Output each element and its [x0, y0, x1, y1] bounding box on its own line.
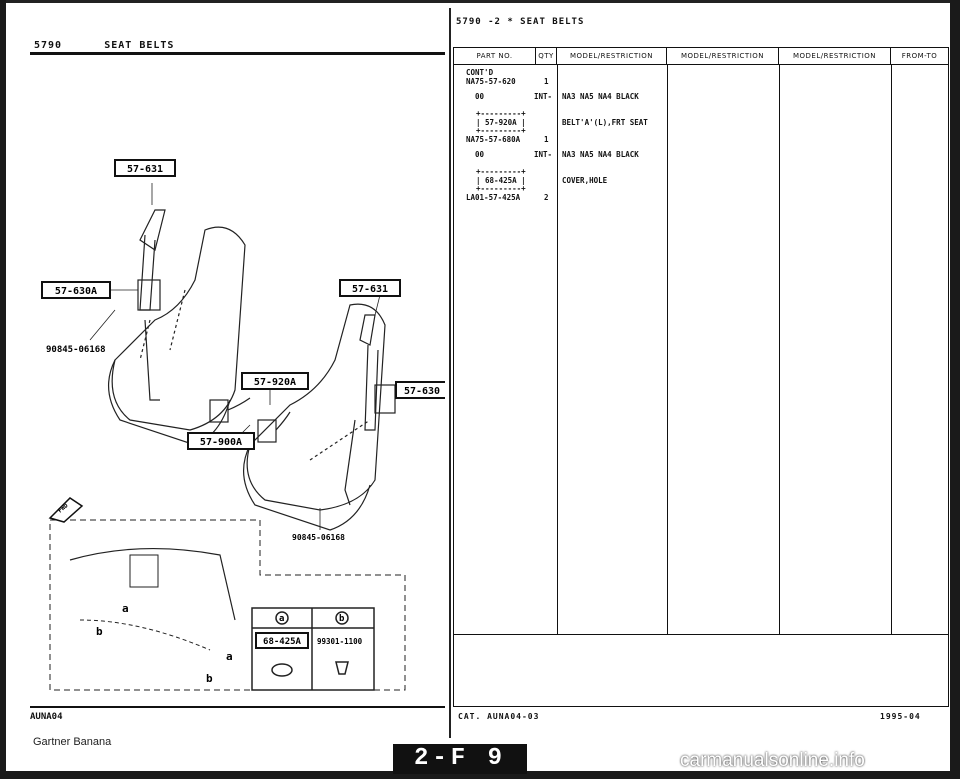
callout-text-7: 57-900A: [200, 437, 242, 448]
table-row-9-part: | 68-425A |: [476, 176, 526, 185]
table-row-9-model: COVER,HOLE: [562, 176, 608, 185]
col-header-model-3: MODEL/RESTRICTION: [779, 48, 891, 64]
table-row-3-part: +---------+: [476, 109, 526, 118]
table-row-5-part: +---------+: [476, 126, 526, 135]
callout-text-4: 57-631: [352, 284, 388, 295]
parts-table-header: PART NO. QTY MODEL/RESTRICTION MODEL/RES…: [454, 48, 948, 65]
fwd-arrow-icon: FWD: [48, 497, 84, 523]
page-divider: [449, 8, 451, 738]
frame-left-edge: [0, 0, 6, 779]
left-page-header: 5790 SEAT BELTS: [34, 40, 174, 51]
col-header-model-2: MODEL/RESTRICTION: [667, 48, 779, 64]
ref-a-label-floor-2: a: [226, 650, 233, 663]
table-row-1-qty: 1: [544, 77, 549, 86]
ref-b-label-floor-2: b: [206, 672, 213, 685]
right-page-header: 5790 -2 * SEAT BELTS: [456, 17, 585, 27]
right-seat-drawing: [242, 303, 396, 531]
callout-text-2: 57-630A: [55, 286, 97, 297]
detail-grid: [251, 607, 375, 691]
col-divider-1: [557, 64, 558, 634]
catalog-date: 1995-04: [880, 712, 921, 721]
callout-57-900a: 57-900A: [187, 432, 255, 450]
table-row-4-model: BELT'A'(L),FRT SEAT: [562, 118, 648, 127]
left-footer-rule: [30, 706, 445, 708]
left-seat-drawing: [107, 209, 246, 446]
callout-57-631-top: 57-631: [114, 159, 176, 177]
callout-text-9: 68-425A: [263, 637, 302, 647]
col-divider-4: [891, 64, 892, 634]
table-row-8-part: +---------+: [476, 167, 526, 176]
callout-text-5: 57-920A: [254, 377, 296, 388]
ref-a-label-grid: a: [279, 614, 284, 624]
col-header-from-to: FROM-TO: [901, 52, 938, 60]
callout-text-6: 57-630: [404, 386, 440, 397]
ref-a-label-floor: a: [122, 602, 129, 615]
col-header-qty: QTY: [536, 48, 557, 64]
callout-text-10: 99301-1100: [317, 637, 363, 646]
table-row-4-part: | 57-920A |: [476, 118, 526, 127]
left-header-rule: [30, 52, 445, 55]
left-header-title: SEAT BELTS: [104, 40, 175, 51]
table-row-6-part: NA75-57-680A: [466, 135, 521, 144]
table-row-11-qty: 2: [544, 193, 549, 202]
page-number-badge: 2-F 9: [393, 744, 527, 774]
ref-b-label-grid: b: [339, 614, 345, 624]
table-row-7-model: NA3 NA5 NA4 BLACK: [562, 150, 639, 159]
callout-57-920a: 57-920A: [241, 372, 309, 390]
table-row-2-model: NA3 NA5 NA4 BLACK: [562, 92, 639, 101]
left-header-code: 5790: [34, 40, 63, 51]
table-row-7-qty: INT-: [534, 150, 553, 159]
floor-detail-box: [49, 519, 406, 691]
table-row-6-qty: 1: [544, 135, 549, 144]
callout-text-8: 90845-06168: [292, 533, 345, 542]
table-row-0-part: CONT'D: [466, 68, 494, 77]
table-row-1-part: NA75-57-620: [466, 77, 516, 86]
col-header-model-1: MODEL/RESTRICTION: [557, 48, 667, 64]
table-row-2-part: 00: [466, 92, 485, 101]
callout-57-630a: 57-630A: [41, 281, 111, 299]
table-row-7-part: 00: [466, 150, 485, 159]
table-bottom-rule: [454, 634, 948, 635]
col-divider-3: [779, 64, 780, 634]
callout-57-631-right: 57-631: [339, 279, 401, 297]
col-divider-2: [667, 64, 668, 634]
buckle-drawing: [209, 397, 291, 443]
callout-text-3: 90845-06168: [46, 345, 106, 355]
table-row-2-qty: INT-: [534, 92, 553, 101]
author-label: Gartner Banana: [33, 736, 112, 748]
frame-top: [0, 0, 960, 3]
catalog-number: CAT. AUNA04-03: [458, 712, 540, 721]
col-header-part-no: PART NO.: [454, 48, 536, 64]
table-row-11-part: LA01-57-425A: [466, 193, 521, 202]
frame-right-edge: [950, 0, 960, 779]
seat-belt-exploded-diagram: 57-631 57-630A 90845-06168 57-631 57-920…: [41, 159, 445, 691]
frame-bottom-edge: [0, 771, 960, 779]
callout-text-1: 57-631: [127, 164, 163, 175]
callout-68-425a: 68-425A: [255, 632, 309, 649]
callout-57-630: 57-630: [395, 381, 445, 399]
table-row-10-part: +---------+: [476, 184, 526, 193]
ref-b-label-floor: b: [96, 625, 103, 638]
watermark-text: carmanualsonline.info: [680, 750, 865, 771]
parts-table: PART NO. QTY MODEL/RESTRICTION MODEL/RES…: [453, 47, 949, 707]
left-footer-code: AUNA04: [30, 712, 63, 722]
